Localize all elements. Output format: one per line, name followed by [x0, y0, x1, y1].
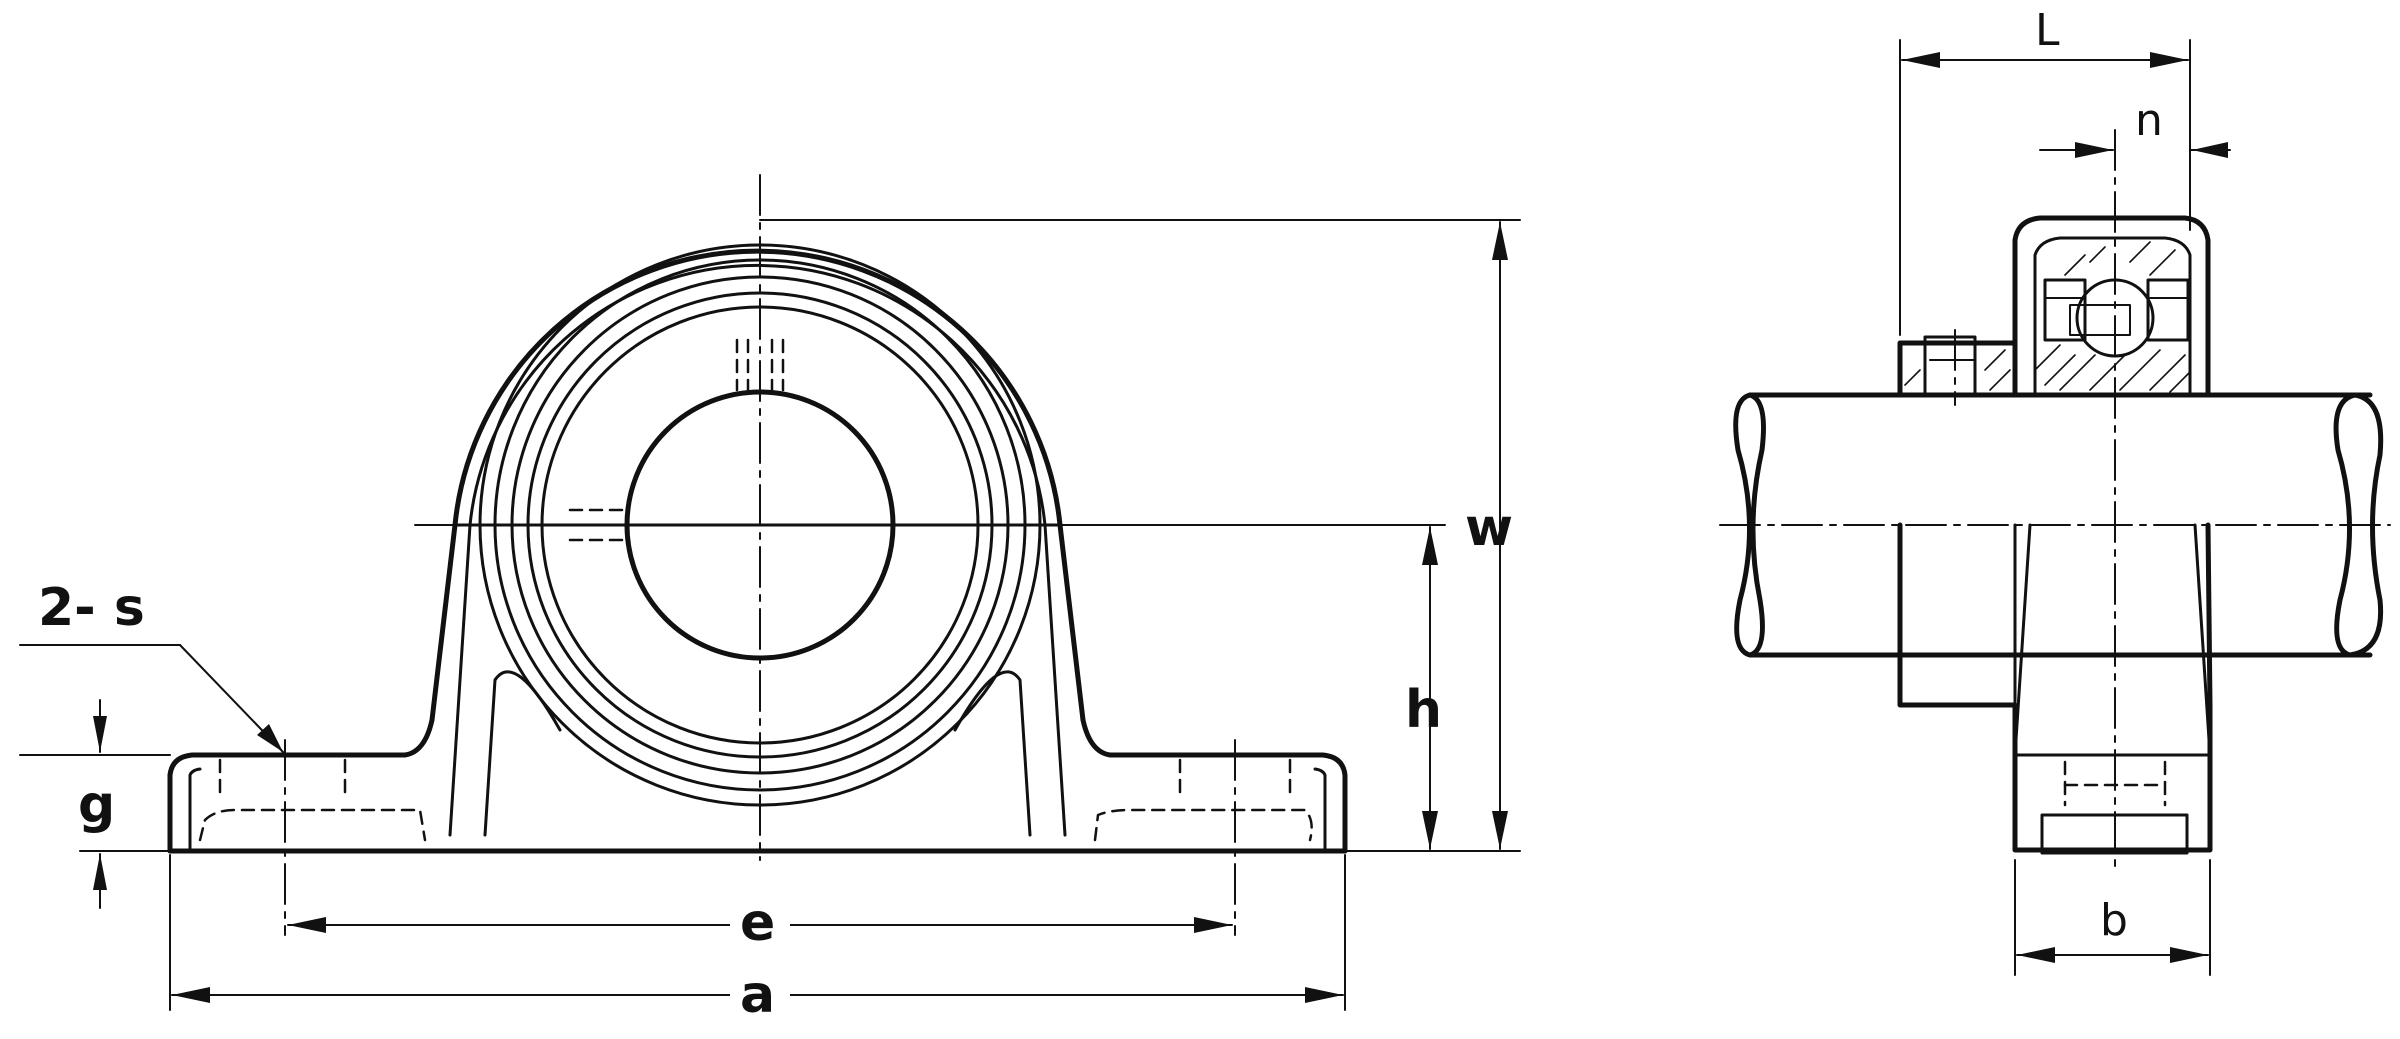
label-h: h — [1405, 680, 1442, 740]
label-b: b — [2100, 895, 2128, 946]
hatching — [1904, 241, 2191, 393]
side-view — [1719, 129, 2391, 871]
label-s: 2- s — [38, 578, 145, 638]
front-view — [167, 174, 1348, 936]
side-labels: L n b — [2035, 5, 2163, 946]
collar-body — [1897, 340, 2018, 398]
housing-pedestal — [1897, 522, 2213, 853]
bearing-outer — [2012, 215, 2211, 398]
label-n: n — [2135, 95, 2163, 146]
label-a: a — [740, 965, 775, 1025]
label-e: e — [740, 893, 775, 953]
label-w: w — [1465, 498, 1513, 558]
front-labels: w h g e a 2- s — [38, 498, 1513, 1025]
shaft-outline — [1747, 392, 2373, 658]
bolt-hole-hidden-lines — [198, 758, 1313, 842]
label-L: L — [2035, 5, 2060, 56]
set-screw-hidden-lines — [568, 338, 785, 542]
label-g: g — [78, 775, 115, 835]
side-dimensions — [1899, 39, 2231, 976]
front-dimensions — [19, 219, 1521, 1025]
